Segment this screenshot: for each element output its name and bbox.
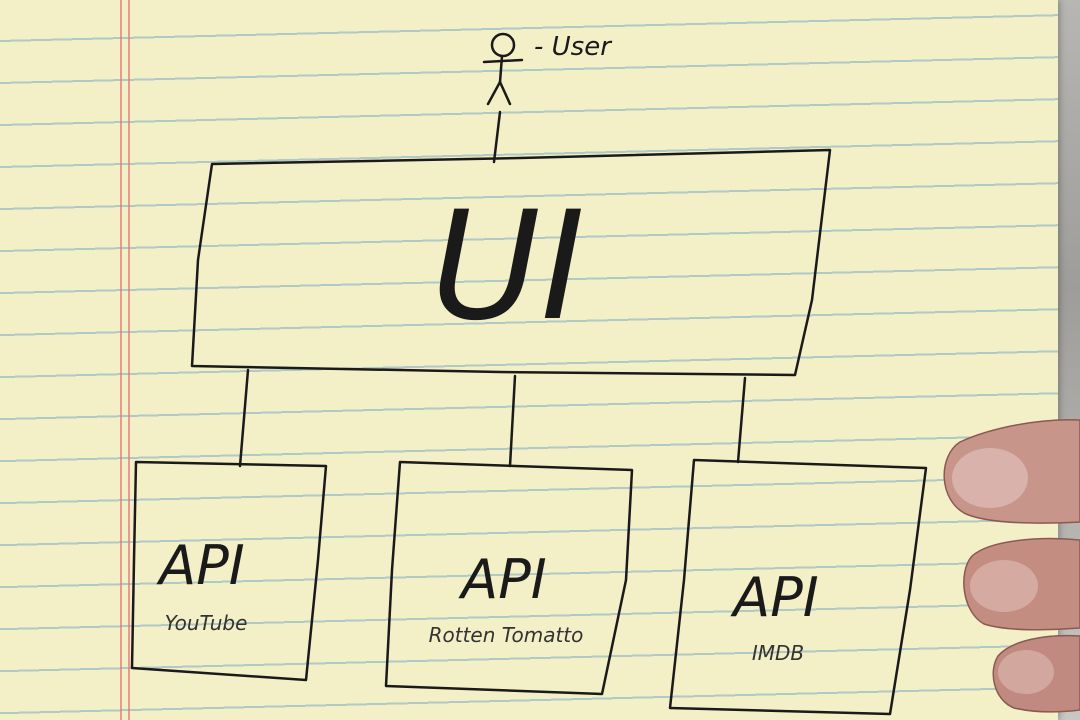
ui-box: UI	[190, 148, 832, 377]
api-label: API	[458, 548, 546, 611]
user-stick-figure-icon	[482, 32, 524, 106]
ui-imdb-connector	[736, 376, 747, 464]
user-label: - User	[534, 32, 613, 62]
api-box-youtube: API YouTube	[130, 460, 328, 682]
margin-line	[128, 0, 130, 720]
margin-line	[120, 0, 122, 720]
thumb-fingers-image	[943, 418, 1080, 713]
api-label: API	[156, 534, 244, 597]
api-box-rottentomatoes: API Rotten Tomatto	[384, 460, 634, 696]
legal-pad-paper	[0, 0, 1058, 720]
api-box-imdb: API IMDB	[668, 458, 928, 716]
api-sublabel: IMDB	[752, 641, 804, 665]
ui-youtube-connector	[238, 368, 250, 468]
api-label: API	[730, 566, 818, 629]
ui-box-label: UI	[431, 180, 585, 354]
api-sublabel: YouTube	[165, 611, 248, 635]
ui-rottentomatoes-connector	[508, 374, 517, 468]
api-sublabel: Rotten Tomatto	[429, 623, 584, 647]
user-ui-connector	[492, 110, 502, 164]
